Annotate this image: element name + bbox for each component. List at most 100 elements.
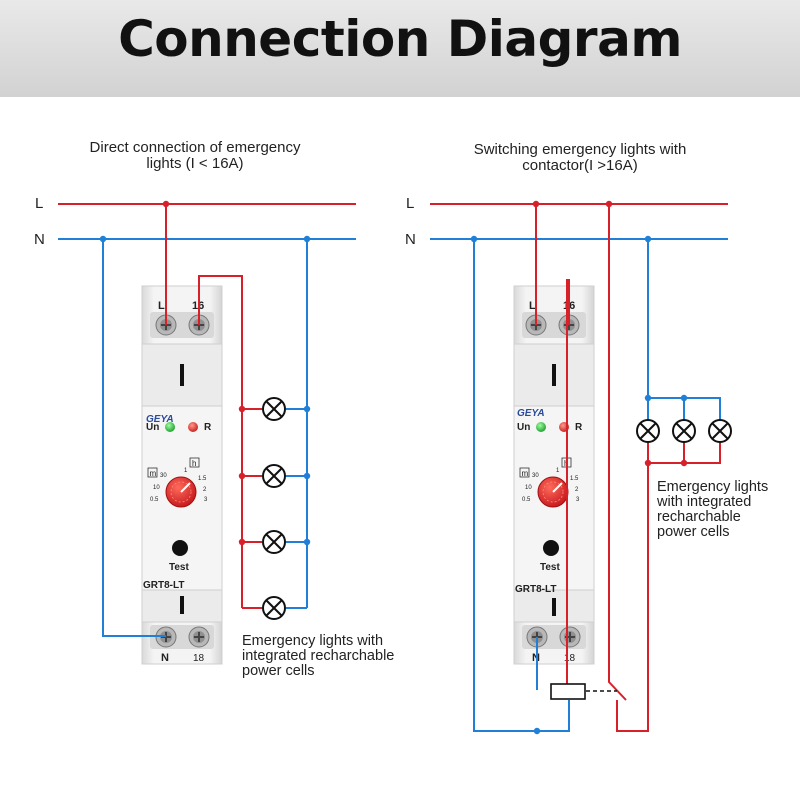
left-lamp-note: Emergency lights with integrated recharc… bbox=[242, 634, 394, 679]
right-led-r-label: R bbox=[575, 422, 583, 433]
right-note-line2: with integrated bbox=[657, 494, 752, 510]
left-test-button[interactable] bbox=[172, 540, 188, 556]
left-dial-scale-0-5: 0.5 bbox=[150, 497, 159, 503]
left-led-un-label: Un bbox=[146, 422, 159, 433]
right-dot-l-bus1 bbox=[644, 459, 652, 467]
left-note-line3: power cells bbox=[242, 663, 315, 679]
left-note-line1: Emergency lights with bbox=[242, 633, 384, 649]
right-dial-scale-10: 10 bbox=[525, 485, 532, 491]
left-dial-scale-3: 3 bbox=[204, 497, 208, 503]
left-caption-line2: lights (I < 16A) bbox=[146, 155, 244, 172]
right-output-16-to-coil bbox=[566, 279, 570, 690]
right-time-dial[interactable] bbox=[537, 476, 569, 508]
right-dot-l-bus2 bbox=[680, 459, 688, 467]
right-terminal-l-label: L bbox=[529, 300, 536, 312]
right-dial-scale-0-5: 0.5 bbox=[522, 497, 531, 503]
right-caption-line2: contactor(I >16A) bbox=[522, 157, 638, 174]
right-dial-scale-3: 3 bbox=[576, 497, 580, 503]
right-lamp-1-icon bbox=[636, 419, 660, 443]
right-led-un-label: Un bbox=[517, 422, 530, 433]
left-note-line2: integrated recharchable bbox=[242, 648, 395, 664]
left-dial-scale-2: 2 bbox=[203, 487, 207, 493]
right-dot-return bbox=[533, 727, 541, 735]
left-terminal-n-label: N bbox=[161, 652, 169, 664]
left-time-dial[interactable] bbox=[165, 476, 197, 508]
left-caption: Direct connection of emergency lights (I… bbox=[40, 140, 350, 172]
left-lamp-2-icon bbox=[262, 464, 286, 488]
right-dot-neutral-tap bbox=[470, 235, 478, 243]
right-test-button[interactable] bbox=[543, 540, 559, 556]
left-dot-neutral-lamps bbox=[303, 235, 311, 243]
right-dial-scale-1: 1 bbox=[556, 468, 560, 474]
left-timer-relay: L 16 GEYA Un R m h 30 10 0.5 1 1.5 2 3 T… bbox=[141, 285, 223, 665]
right-live-to-contact bbox=[608, 204, 627, 701]
right-lamp-note: Emergency lights with integrated recharc… bbox=[657, 480, 768, 540]
page-title: Connection Diagram bbox=[118, 10, 682, 68]
right-dot-n-bus1 bbox=[644, 394, 652, 402]
right-led-green bbox=[536, 422, 546, 432]
left-dial-unit-h: h bbox=[192, 459, 196, 468]
left-led-r-label: R bbox=[204, 422, 212, 433]
left-neutral-to-n-terminal bbox=[102, 239, 166, 637]
right-dial-scale-1-5: 1.5 bbox=[570, 476, 579, 482]
right-wiring bbox=[430, 203, 728, 732]
left-dot-live-tap bbox=[162, 200, 170, 208]
left-dial-scale-10: 10 bbox=[153, 485, 160, 491]
right-note-line3: recharchable bbox=[657, 509, 741, 525]
left-dot-n3 bbox=[303, 538, 311, 546]
left-dial-unit-h-box bbox=[189, 457, 200, 468]
left-terminal-18-screw bbox=[188, 626, 210, 648]
left-dial-unit-m: m bbox=[150, 469, 157, 478]
right-lamp-3-icon bbox=[708, 419, 732, 443]
left-terminal-18-label: 18 bbox=[193, 653, 205, 664]
left-dot-l2 bbox=[238, 472, 246, 480]
right-rail-label-n: N bbox=[405, 231, 416, 248]
right-dot-n-bus2 bbox=[680, 394, 688, 402]
left-test-label: Test bbox=[169, 562, 189, 573]
left-rail-label-n: N bbox=[34, 231, 45, 248]
right-lower-slot bbox=[552, 598, 556, 616]
left-led-red bbox=[188, 422, 198, 432]
right-test-label: Test bbox=[540, 562, 560, 573]
right-dot-live-contact bbox=[605, 200, 613, 208]
left-lower-slot bbox=[180, 596, 184, 614]
right-junction-dots bbox=[470, 200, 688, 735]
left-dot-neutral-tap bbox=[99, 235, 107, 243]
left-output-16-to-lamps bbox=[198, 275, 243, 608]
right-lamp-2-icon bbox=[672, 419, 696, 443]
right-dot-neutral-lamps bbox=[644, 235, 652, 243]
left-brand-logo: GEYA bbox=[146, 414, 174, 425]
left-lamp-1-icon bbox=[262, 397, 286, 421]
left-dial-scale-1-5: 1.5 bbox=[198, 476, 207, 482]
left-lamps bbox=[262, 397, 286, 620]
right-note-line4: power cells bbox=[657, 524, 730, 540]
right-lamps bbox=[636, 419, 732, 443]
left-model-label: GRT8-LT bbox=[143, 580, 184, 591]
header-band bbox=[0, 0, 800, 97]
left-dot-l1 bbox=[238, 405, 246, 413]
right-dial-scale-2: 2 bbox=[575, 487, 579, 493]
right-upper-slot bbox=[552, 364, 556, 386]
right-rail-label-l: L bbox=[406, 195, 415, 212]
left-caption-line1: Direct connection of emergency bbox=[89, 139, 301, 156]
left-dot-n2 bbox=[303, 472, 311, 480]
left-junction-dots bbox=[99, 200, 311, 546]
right-dial-unit-m: m bbox=[522, 469, 529, 478]
left-dial-scale-30: 30 bbox=[160, 473, 167, 479]
right-caption-line1: Switching emergency lights with bbox=[473, 141, 687, 158]
right-coil-return bbox=[473, 239, 570, 732]
right-terminal-18-screw bbox=[559, 626, 581, 648]
left-dot-n1 bbox=[303, 405, 311, 413]
left-wiring bbox=[58, 203, 356, 637]
right-dial-scale-30: 30 bbox=[532, 473, 539, 479]
left-dial-scale-1: 1 bbox=[184, 468, 188, 474]
left-dial-unit-m-box bbox=[147, 467, 158, 478]
right-contact-to-lamps bbox=[616, 441, 721, 732]
left-upper-slot bbox=[180, 364, 184, 386]
left-terminal-l-label: L bbox=[158, 300, 165, 312]
right-timer-relay: L 16 GEYA Un R m h 30 10 0.5 1 1.5 2 3 T… bbox=[513, 285, 595, 665]
right-model-label: GRT8-LT bbox=[515, 584, 556, 595]
left-dot-l3 bbox=[238, 538, 246, 546]
left-led-green bbox=[165, 422, 175, 432]
